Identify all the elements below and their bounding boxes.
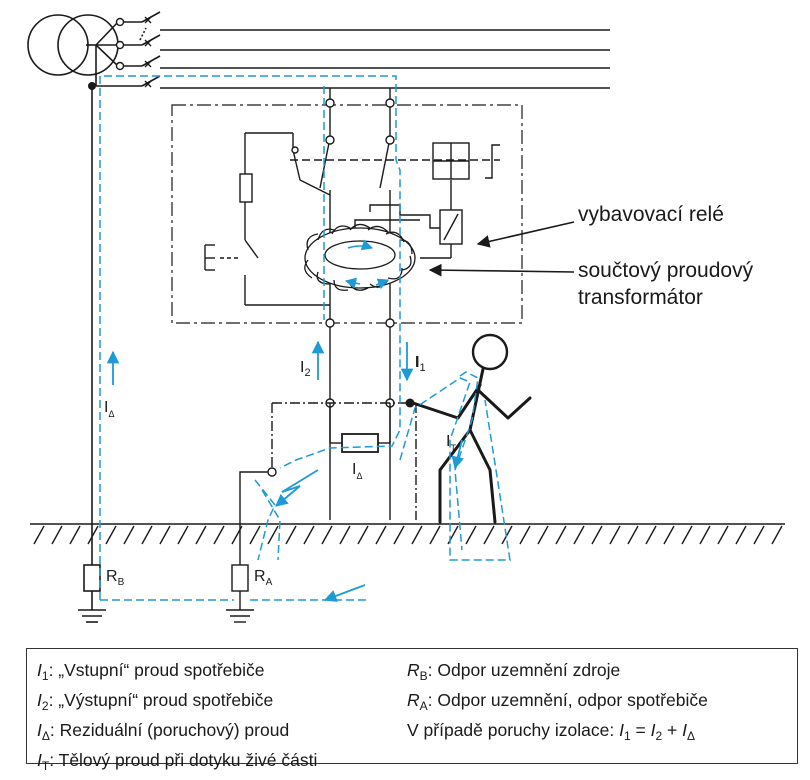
toroid-flux-arrows xyxy=(344,239,390,290)
transformer-callout-label-line2: transformátor xyxy=(578,286,703,309)
label-i2: I2 xyxy=(300,359,311,379)
label-ra: RA xyxy=(254,568,273,588)
breaker-crosses xyxy=(144,16,152,88)
fault-current-paths xyxy=(99,75,511,601)
rcd-internal-wiring xyxy=(204,88,500,520)
legend-formula: V případě poruchy izolace: I1 = I2 + IΔ xyxy=(407,720,695,743)
transformer-callout-arrow xyxy=(428,263,575,277)
earth-conductor-rb xyxy=(78,86,106,623)
summation-toroid-symbol xyxy=(304,223,416,291)
legend-item-ra: RA: Odpor uzemnění, odpor spotřebiče xyxy=(407,690,708,713)
legend-left-column: I1: „Vstupní“ proud spotřebiče I2: „Výst… xyxy=(37,658,317,778)
arrow-i-delta-ground xyxy=(275,469,319,507)
label-rb: RB xyxy=(106,568,125,588)
legend-box: I1: „Vstupní“ proud spotřebiče I2: „Výst… xyxy=(26,648,798,773)
ground-surface xyxy=(30,523,785,545)
legend-item-it: IT: Tělový proud při dotyku živé části xyxy=(37,750,318,773)
callout-arrows xyxy=(428,221,575,277)
legend-right-column: RB: Odpor uzemnění zdroje RA: Odpor uzem… xyxy=(407,658,708,748)
supply-conductors xyxy=(96,11,610,89)
current-direction-arrows xyxy=(106,340,464,602)
legend-item-i-delta: IΔ: Reziduální (poruchový) proud xyxy=(37,720,290,743)
relay-callout-label: vybavovací relé xyxy=(578,203,724,226)
relay-callout-arrow xyxy=(476,221,575,248)
touch-point xyxy=(405,398,415,408)
load-circuit xyxy=(226,402,417,623)
label-i-delta-mid: IΔ xyxy=(352,461,362,481)
label-i-delta-left: IΔ xyxy=(104,399,114,419)
transformer-callout-label-line1: součtový proudový xyxy=(578,259,754,282)
terminal-circles xyxy=(115,17,125,71)
arrow-it xyxy=(451,439,464,470)
label-i1: I1 xyxy=(415,354,426,374)
arrow-earth-return xyxy=(323,584,366,602)
rcd-enclosure xyxy=(171,104,523,324)
legend-item-rb: RB: Odpor uzemnění zdroje xyxy=(407,660,621,683)
label-it: IT xyxy=(446,433,456,453)
legend-item-i2: I2: „Výstupní“ proud spotřebiče xyxy=(37,690,274,713)
rcd-circuit-diagram: IΔ I2 I1 IT IΔ RB RA xyxy=(27,11,785,623)
legend-item-i1: I1: „Vstupní“ proud spotřebiče xyxy=(37,660,265,683)
person-figure xyxy=(411,333,532,524)
